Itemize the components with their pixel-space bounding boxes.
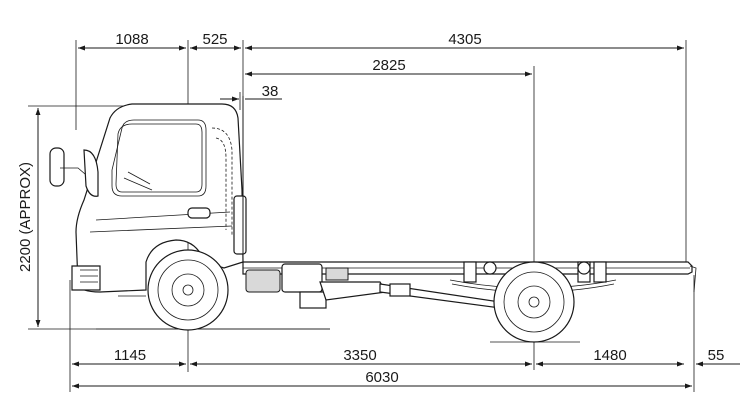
front-wheel (147, 249, 229, 331)
dim-label-1145: 1145 (114, 347, 146, 364)
dim-label-3350: 3350 (343, 347, 376, 364)
dim-label-38: 38 (262, 83, 279, 100)
dim-label-2825: 2825 (372, 57, 405, 74)
rear-suspension (449, 261, 617, 293)
rear-wheel (493, 261, 575, 343)
dim-label-6030: 6030 (365, 369, 398, 386)
dim-label-1088: 1088 (115, 31, 148, 48)
dim-label-height: 2200 (APPROX) (17, 162, 34, 272)
dimension-labels: 1088 525 4305 2825 38 2200 (APPROX) 1145… (17, 31, 724, 386)
dim-label-4305: 4305 (448, 31, 481, 48)
cab-back (233, 96, 247, 270)
truck-cab (49, 103, 244, 297)
dim-label-1480: 1480 (593, 347, 626, 364)
dim-label-55: 55 (708, 347, 725, 364)
engine-components (245, 263, 501, 309)
dim-label-525: 525 (202, 31, 227, 48)
